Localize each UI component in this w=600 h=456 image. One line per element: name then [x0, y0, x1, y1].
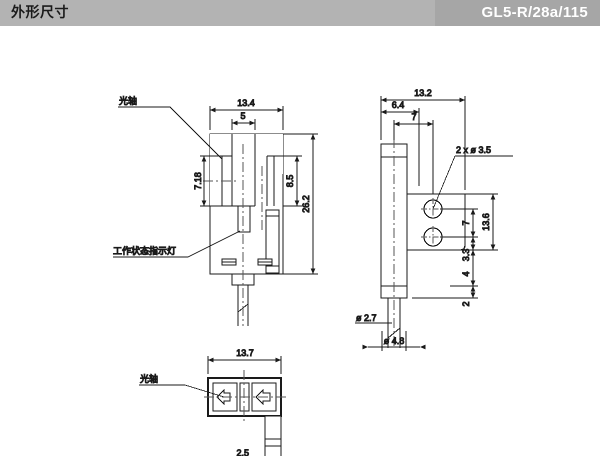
dim-13-6-label: 13.6: [481, 213, 491, 231]
bottom-view: 13.7 2.5 光轴: [139, 348, 286, 456]
bottom-cable-tab: [264, 415, 282, 447]
dim-13-2-label: 13.2: [414, 88, 432, 98]
callout-optical-axis-leader: [118, 106, 223, 160]
part-number-label: GL5-R/28a/115: [481, 4, 588, 21]
front-right-prong: [266, 155, 283, 206]
dimension-drawing: 13.4 5 7.18 8.5 26.2 光轴 工作状态指示灯: [0, 26, 600, 456]
dim-7-18-label: 7.18: [193, 172, 203, 190]
dim-13-7-ext: [207, 356, 282, 374]
dim-2-label: 2: [461, 301, 471, 306]
dim-d2-7-label: ø 2.7: [356, 313, 377, 323]
front-view: 13.4 5 7.18 8.5 26.2 光轴 工作状态指示灯: [113, 95, 318, 326]
callout-status-indicator-label: 工作状态指示灯: [113, 245, 176, 257]
dim-5-label: 5: [240, 111, 245, 121]
dim-4-label: 4: [461, 271, 471, 276]
callout-status-indicator-leader: [113, 230, 241, 258]
status-indicator-led: [237, 205, 251, 233]
dim-13-4-label: 13.4: [237, 98, 255, 108]
front-internal-bar: [265, 209, 280, 274]
side-view: 13.2 6.4 7 2 x ø 3.5 13.6 7 3.3 4 2: [355, 88, 513, 351]
page-title: 外形尺寸: [11, 5, 69, 21]
dim-2-5-ext: [264, 446, 282, 456]
dim-2-5-label: 2.5: [236, 448, 249, 456]
callout-mounting-holes-label: 2 x ø 3.5: [456, 145, 491, 155]
part-number-box: GL5-R/28a/115: [435, 0, 600, 26]
dim-13-7-label: 13.7: [236, 348, 254, 358]
dim-d4-8-label: ø 4.8: [384, 336, 405, 346]
dim-7-v-label: 7: [461, 220, 471, 225]
dim-7-h-label: 7: [411, 112, 416, 122]
callout-bottom-optical-axis-label: 光轴: [140, 373, 158, 385]
callout-mounting-holes-leader: [432, 155, 513, 210]
front-cable: [237, 285, 249, 326]
dim-26-2-label: 26.2: [301, 195, 311, 213]
dim-8-5-label: 8.5: [285, 175, 295, 188]
drawing-canvas: 13.4 5 7.18 8.5 26.2 光轴 工作状态指示灯: [113, 88, 513, 456]
dim-6-4-label: 6.4: [392, 100, 405, 110]
callout-bottom-optical-axis-leader: [139, 384, 225, 398]
dim-3-3-label: 3.3: [461, 249, 471, 262]
page-header: 外形尺寸 GL5-R/28a/115: [0, 0, 600, 26]
callout-optical-axis-label: 光轴: [119, 95, 137, 107]
